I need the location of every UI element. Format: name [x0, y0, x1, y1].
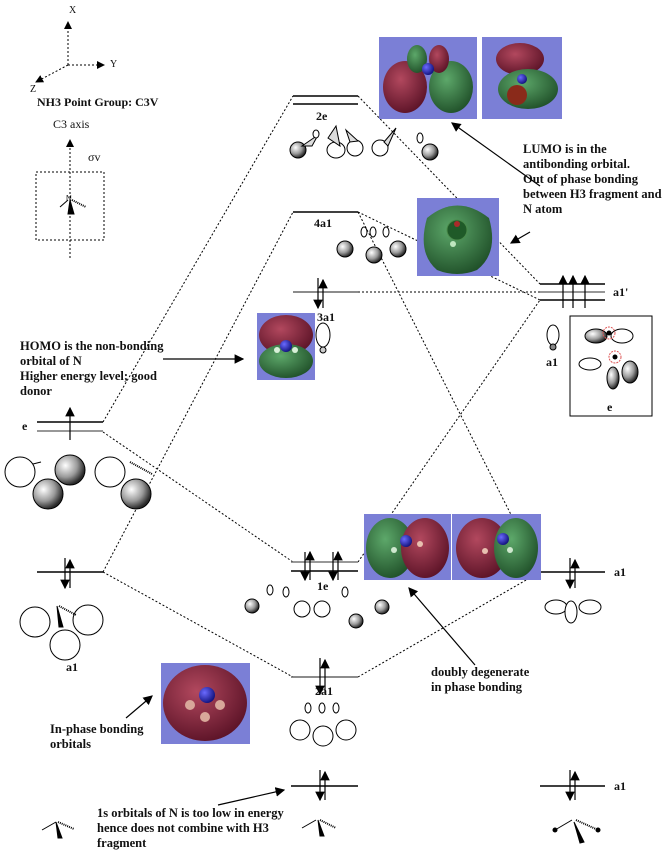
- homo-annotation: HOMO is the non-bonding orbital of N Hig…: [20, 339, 164, 398]
- nh3-structure-top: [59, 199, 87, 215]
- orbital-render-2e-a: [379, 37, 477, 119]
- n-label-a1-core: a1: [614, 779, 626, 793]
- n-a1-sketch: [544, 324, 602, 624]
- level-label-1e: 1e: [317, 579, 329, 593]
- level-label-3a1: 3a1: [317, 310, 335, 324]
- orbital-render-1e-b: [452, 514, 541, 580]
- n-label-a1: a1: [614, 565, 626, 579]
- atom-label-n: N: [66, 194, 72, 203]
- orbital-sketch-2a1: [289, 702, 357, 747]
- nh3-structure-bottom: [41, 819, 601, 844]
- symmetry-elements: [35, 139, 105, 258]
- electrons: [60, 274, 590, 802]
- axis-x-label: X: [69, 5, 77, 16]
- degenerate-annotation: doubly degenerate in phase bonding: [431, 665, 530, 694]
- orbital-render-2a1: [161, 663, 250, 744]
- h3-e-sketch: [4, 454, 153, 510]
- point-group-title: NH3 Point Group: C3V: [37, 95, 159, 109]
- level-label-4a1: 4a1: [314, 216, 332, 230]
- orbital-render-lumo: [417, 198, 499, 276]
- orbital-sketch-4a1: [336, 226, 407, 264]
- lumo-annotation: LUMO is in the antibonding orbital. Out …: [523, 142, 662, 216]
- n-label-a1-prime: a1': [613, 285, 629, 299]
- level-label-2e: 2e: [316, 109, 328, 123]
- h3-label-e: e: [22, 419, 28, 433]
- orbital-render-1e-a: [364, 514, 451, 580]
- axis-z-label: Z: [30, 84, 37, 95]
- in-phase-annotation: In-phase bonding orbitals: [50, 722, 144, 751]
- n-e-box: [569, 315, 653, 417]
- c3-axis-label: C3 axis: [53, 117, 90, 131]
- h3-label-a1: a1: [66, 660, 78, 674]
- orbital-render-homo: [257, 313, 315, 380]
- orbital-sketch-3a1: [315, 322, 331, 354]
- sigma-v-label: σv: [88, 150, 101, 164]
- coordinate-axes: [35, 21, 105, 83]
- level-label-2a1: 2a1: [315, 684, 333, 698]
- core-annotation: 1s orbitals of N is too low in energy he…: [97, 806, 284, 850]
- orbital-render-2e-b: [482, 37, 562, 119]
- mo-levels: [291, 95, 358, 787]
- n-box-label-e: e: [607, 400, 613, 414]
- orbital-sketch-1e: [244, 584, 390, 629]
- axis-y-label: Y: [110, 59, 118, 70]
- annotation-arrows: [125, 122, 541, 806]
- n-box-label-a1: a1: [546, 355, 558, 369]
- orbital-sketch-2e: [289, 124, 439, 161]
- h3-a1-sketch: [19, 604, 104, 661]
